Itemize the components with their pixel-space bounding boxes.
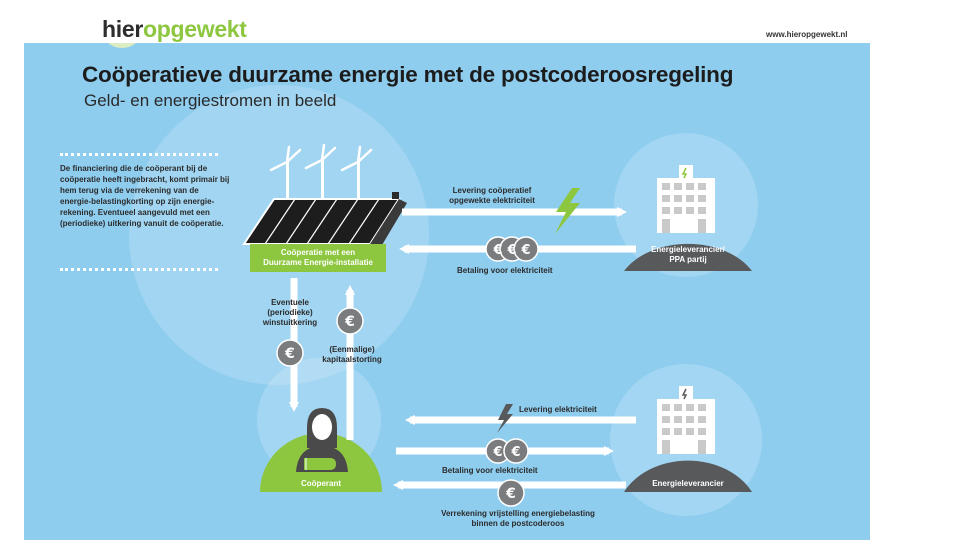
website-link[interactable]: www.hieropgewekt.nl xyxy=(766,30,848,39)
person-icon xyxy=(296,408,348,472)
flow-label-uitkering: Eventuele (periodieke) winstuitkering xyxy=(262,298,318,327)
page-subtitle: Geld- en energiestromen in beeld xyxy=(84,91,337,110)
office-building-icon xyxy=(657,386,715,454)
svg-text:€: € xyxy=(505,486,516,502)
wind-turbine-icon xyxy=(269,143,373,206)
cooperatie-label: Coöperatie met een Duurzame Energie-inst… xyxy=(263,248,373,267)
cooperatie-base xyxy=(250,244,386,272)
flow-label-verrekening: Verrekening vrijstelling energiebelastin… xyxy=(441,509,595,528)
page-title: Coöperatieve duurzame energie met de pos… xyxy=(82,62,734,87)
ppa-label: Energieleverancier/ PPA partij xyxy=(651,245,725,264)
euro-coin-icon: € € € xyxy=(485,236,539,262)
svg-text:€: € xyxy=(492,445,502,460)
svg-text:€: € xyxy=(506,243,516,258)
flow-label-levering-coop: Levering coöperatief opgewekte elektrici… xyxy=(449,186,535,205)
euro-coin-icon: € xyxy=(336,307,364,335)
svg-text:€: € xyxy=(284,346,295,362)
flow-label-levering: Levering elektriciteit xyxy=(519,405,597,414)
flow-label-kapitaal: (Eenmalige) kapitaalstorting xyxy=(322,345,382,364)
euro-coin-icon: € xyxy=(497,479,525,507)
svg-text:€: € xyxy=(520,243,530,258)
ppa-hill xyxy=(624,243,752,271)
divider-top xyxy=(60,153,218,156)
leverancier-hill xyxy=(624,460,752,492)
lightning-icon xyxy=(555,188,580,234)
logo-hier: hier xyxy=(102,16,143,42)
infographic: € € € € € € € € hieropgewekt www.hieropg… xyxy=(24,0,870,540)
flow-label-betaling-ppa: Betaling voor elektriciteit xyxy=(457,266,553,275)
divider-bottom xyxy=(60,268,218,271)
logo-opgewekt: opgewekt xyxy=(142,16,247,42)
hieropgewekt-logo[interactable]: hieropgewekt xyxy=(102,16,247,43)
diagram-graphics: € € € € € € € € xyxy=(50,0,762,516)
intro-paragraph: De financiering die de coöperant bij de … xyxy=(60,164,230,228)
svg-text:€: € xyxy=(510,445,520,460)
office-building-icon xyxy=(657,165,715,233)
leverancier-label: Energieleverancier xyxy=(652,479,724,488)
solar-panel-icon xyxy=(242,192,407,245)
svg-text:€: € xyxy=(344,314,355,330)
euro-coin-icon: € € xyxy=(485,438,529,464)
svg-text:€: € xyxy=(492,243,502,258)
lightning-icon xyxy=(497,404,513,433)
cooperant-label: Coöperant xyxy=(301,479,341,488)
euro-coin-icon: € xyxy=(276,339,304,367)
header-bar xyxy=(24,0,870,43)
flow-label-betaling: Betaling voor elektriciteit xyxy=(442,466,538,475)
